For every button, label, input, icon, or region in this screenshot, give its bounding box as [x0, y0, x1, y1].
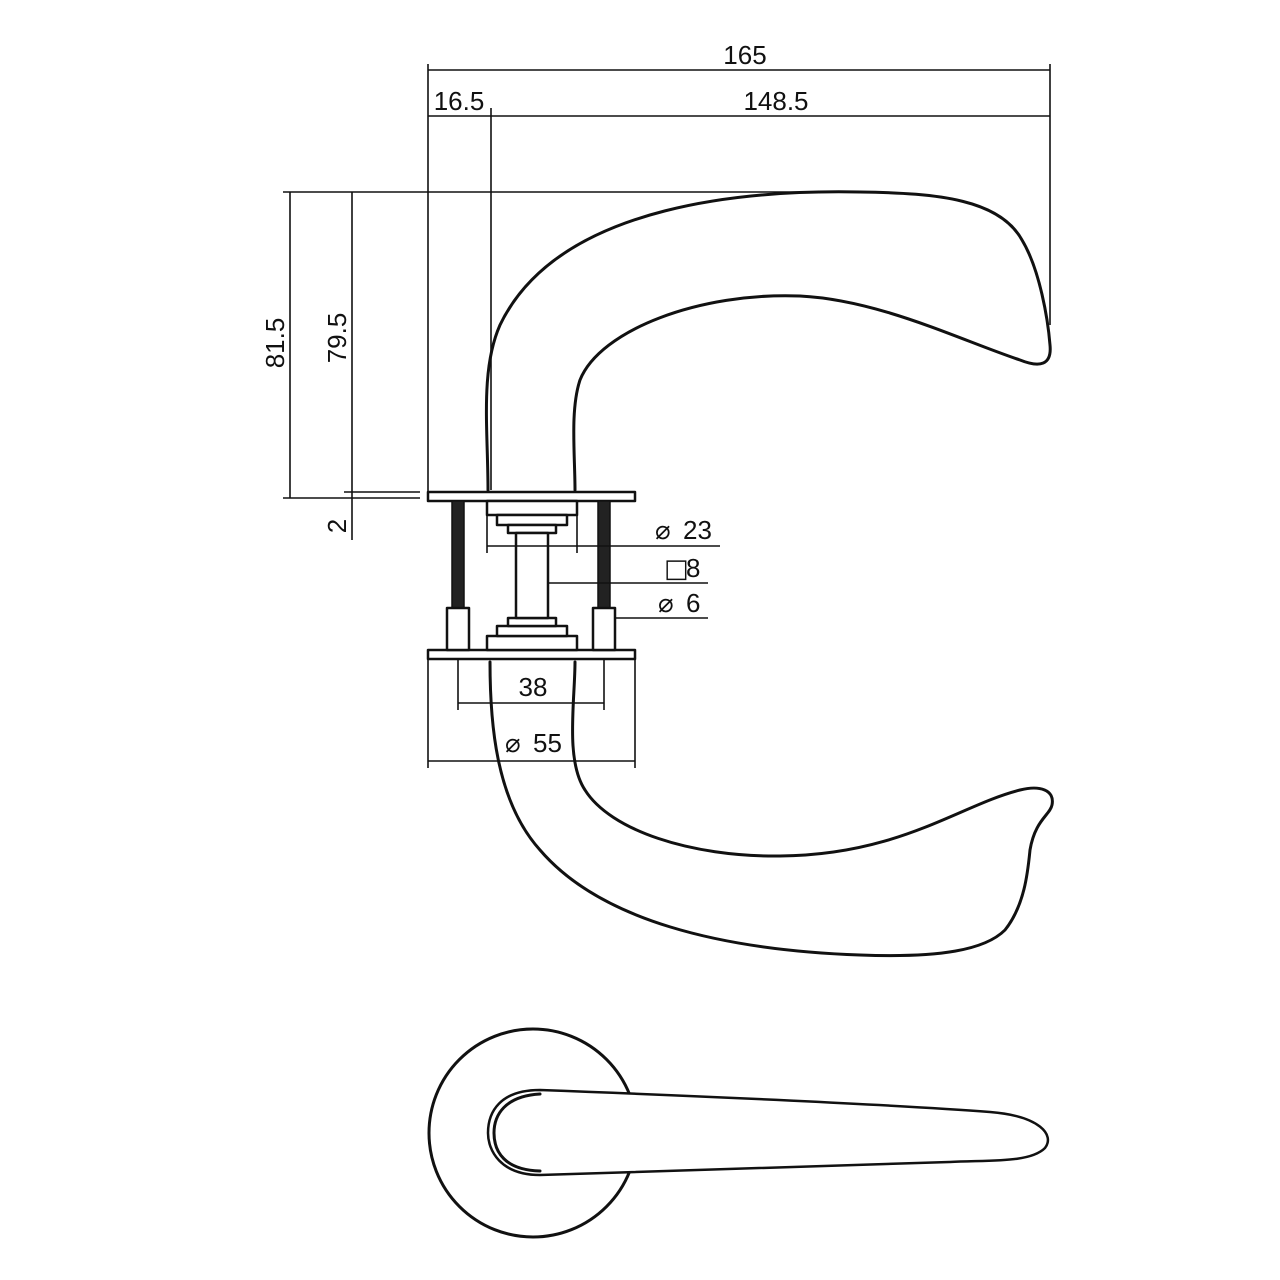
spindle-square-bar [514, 531, 550, 620]
upper-lever-outline [484, 190, 1052, 492]
upper-rose-collar [485, 499, 579, 517]
dim-label-spindle-square: 8 [686, 553, 700, 583]
dimension-lines [283, 64, 1051, 768]
lower-lever-outline [488, 660, 1054, 958]
rose-assembly [426, 490, 637, 661]
square-symbol-icon: □ [664, 554, 689, 584]
upper-spindle-bushing [495, 513, 569, 527]
dim-label-screw-diameter: 6 [686, 588, 700, 618]
upper-rose-plate [426, 490, 637, 503]
lower-spindle-bushing [495, 624, 569, 638]
dim-label-rose-thickness: 2 [322, 519, 352, 533]
dim-label-overall-length: 165 [723, 40, 766, 70]
right-screw-post [591, 606, 617, 652]
front-lever-outline [486, 1088, 1050, 1177]
lower-rose-collar [485, 634, 579, 652]
right-screw-thread [597, 500, 611, 609]
diameter-symbol-icon: ⌀ [658, 589, 674, 619]
diameter-symbol-icon: ⌀ [505, 729, 521, 759]
dim-label-rose-diameter: 55 [533, 728, 562, 758]
lower-rose-plate [426, 648, 637, 661]
left-screw-thread [451, 500, 465, 609]
dim-label-height-total: 81.5 [260, 318, 290, 369]
diameter-symbol-icon: ⌀ [655, 516, 671, 546]
dim-label-lever-length: 148.5 [743, 86, 808, 116]
left-screw-post [445, 606, 471, 652]
front-view [427, 1027, 1050, 1239]
dim-label-spindle-collar: 23 [683, 515, 712, 545]
dim-label-height-lever: 79.5 [322, 313, 352, 364]
dim-label-rose-offset: 16.5 [434, 86, 485, 116]
dim-label-screw-spacing: 38 [519, 672, 548, 702]
front-lever-hub-edge [492, 1092, 542, 1173]
